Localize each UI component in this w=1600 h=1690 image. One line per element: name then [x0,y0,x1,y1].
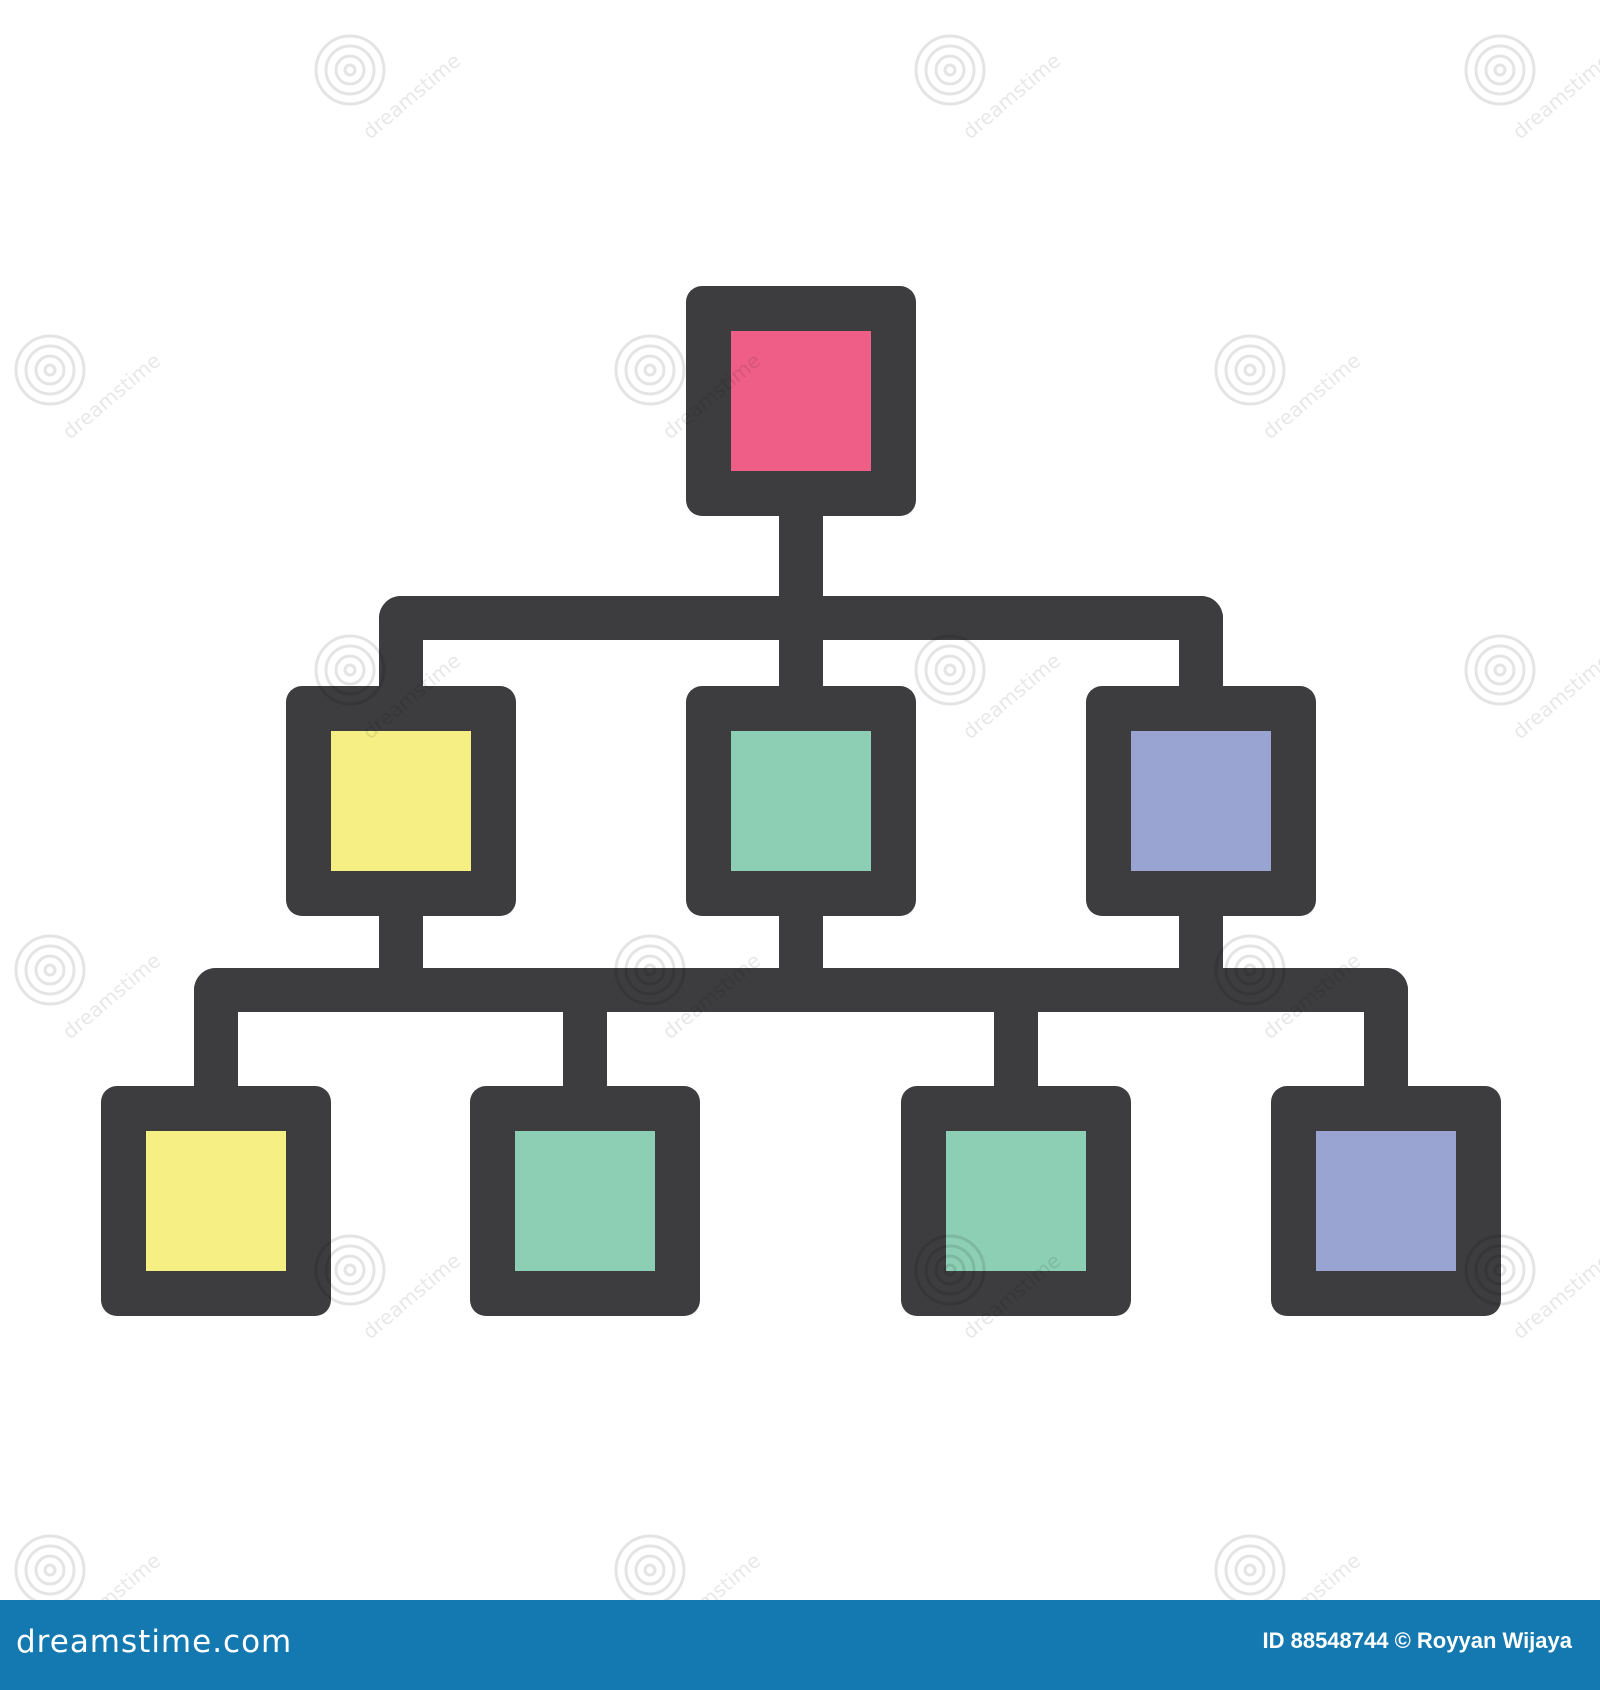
hierarchy-diagram [101,286,1501,1316]
footer-logo[interactable]: dreamstime.com [16,1624,293,1660]
connector-lines [194,488,1408,1112]
node-fill [1131,731,1271,871]
node-fill [946,1131,1086,1271]
node-fill [731,731,871,871]
node-fill [515,1131,655,1271]
node-l2-a [101,1086,331,1316]
image-credit: ID 88548744 © Royyan Wijaya [1262,1628,1572,1653]
node-l1-a [286,686,516,916]
footer-bar: dreamstime.com ID 88548744 © Royyan Wija… [0,1600,1600,1690]
node-fill [146,1131,286,1271]
node-fill [1316,1131,1456,1271]
node-l1-c [1086,686,1316,916]
diagram-nodes [101,286,1501,1316]
node-fill [331,731,471,871]
node-l2-d [1271,1086,1501,1316]
node-l1-b [686,686,916,916]
node-root [686,286,916,516]
node-fill [731,331,871,471]
node-l2-c [901,1086,1131,1316]
node-l2-b [470,1086,700,1316]
